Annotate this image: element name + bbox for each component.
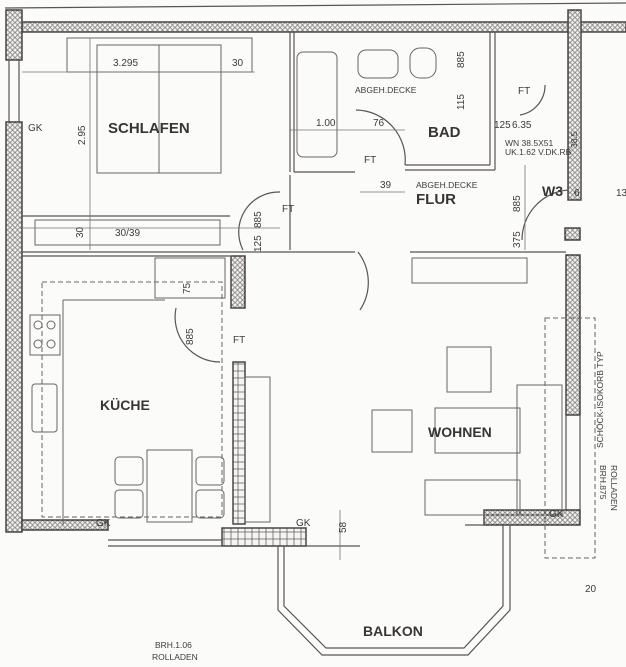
dim-58: 58 — [338, 521, 349, 533]
top-wall — [21, 21, 571, 33]
dim-100: 1.00 — [316, 118, 336, 129]
bottom-wall-left — [21, 519, 109, 531]
armchair — [446, 346, 492, 393]
bathtub — [296, 51, 338, 158]
schoeck-note: SCHÖCK-ISOKORB TYP — [595, 351, 605, 448]
dim-635: 6.35 — [512, 120, 532, 131]
bottom-wall-right — [483, 509, 581, 526]
sofa — [516, 384, 563, 516]
dim-13: 13 — [616, 188, 626, 199]
dim-39: 39 — [380, 180, 392, 191]
roller-right-1: BRH.875 — [598, 465, 608, 500]
roller-right-2: ROLLADEN — [609, 465, 619, 511]
ft-bad: FT — [364, 155, 376, 166]
room-bad: BAD — [428, 124, 461, 141]
roller-left-1: BRH.1.06 — [155, 640, 192, 650]
kitchen-wall-upper — [230, 255, 246, 309]
dim-75: 75 — [182, 282, 193, 294]
dim-6: 6 — [574, 188, 580, 199]
ft-schlafen: FT — [282, 204, 294, 215]
dim-295: 2.95 — [77, 125, 88, 145]
doors — [174, 84, 569, 363]
sofa-part — [424, 479, 521, 516]
dim-885-w3: 885 — [512, 195, 523, 212]
dim-76: 76 — [373, 118, 385, 129]
room-flur: FLUR — [416, 191, 456, 208]
kitchen-cabinet — [154, 257, 226, 299]
shelf — [34, 219, 221, 246]
dimension-lines — [22, 38, 526, 560]
gk-kueche-right: GK — [296, 518, 311, 529]
dim-885-kueche: 885 — [185, 328, 196, 345]
dim-885-bad: 885 — [456, 51, 467, 68]
ft-kueche: FT — [233, 335, 245, 346]
dim-30-39: 30/39 — [115, 228, 140, 239]
room-wohnen: WOHNEN — [428, 424, 492, 440]
bottom-wall-middle — [221, 527, 307, 547]
room-schlafen: SCHLAFEN — [108, 120, 190, 137]
gk-kueche-left: GK — [96, 518, 111, 529]
balcony — [277, 525, 511, 656]
furniture — [29, 37, 596, 559]
bad-ceiling-note: ABGEH.DECKE — [355, 85, 417, 95]
stove — [29, 314, 61, 356]
dim-20: 20 — [585, 584, 597, 595]
dim-385: 38.5 — [569, 131, 579, 148]
tall-cabinet — [244, 376, 271, 523]
dim-30-left: 30 — [75, 226, 86, 238]
roller-left-2: ROLLADEN — [152, 652, 198, 662]
dim-3295: 3.295 — [113, 58, 138, 69]
dim-125-schlafen: 125 — [253, 235, 264, 252]
kitchen-wall-lower — [232, 361, 246, 525]
ft-wc: FT — [518, 86, 530, 97]
room-w3: W3 — [542, 183, 563, 199]
coffee-table — [434, 407, 521, 454]
room-balkon: BALKON — [363, 623, 423, 639]
window-note-2: UK.1.62 V.DK.RB — [505, 147, 572, 157]
left-wall-upper — [5, 9, 23, 61]
sink — [31, 383, 58, 433]
dim-885-schlafen: 885 — [253, 211, 264, 228]
gk-schlafen: GK — [28, 123, 43, 134]
room-kueche: KÜCHE — [100, 397, 150, 413]
gk-wohnen: GK — [549, 509, 564, 520]
interior-walls — [22, 32, 566, 525]
sideboard — [411, 257, 528, 284]
dim-125-bad: 125 — [494, 120, 511, 131]
right-wall-upper — [567, 9, 582, 201]
dining-table — [146, 449, 193, 523]
window-note-1: WN 38.5X51 — [505, 138, 553, 148]
right-wall-living — [565, 254, 581, 416]
toilet — [409, 47, 437, 79]
left-wall — [5, 121, 23, 533]
dim-375: 375 — [512, 231, 523, 248]
side-table — [371, 409, 413, 453]
dim-30-top: 30 — [232, 58, 244, 69]
washbasin — [357, 49, 399, 79]
outer-walls — [4, 2, 626, 547]
dim-115: 115 — [456, 94, 467, 110]
flur-ceiling-note: ABGEH.DECKE — [416, 180, 478, 190]
